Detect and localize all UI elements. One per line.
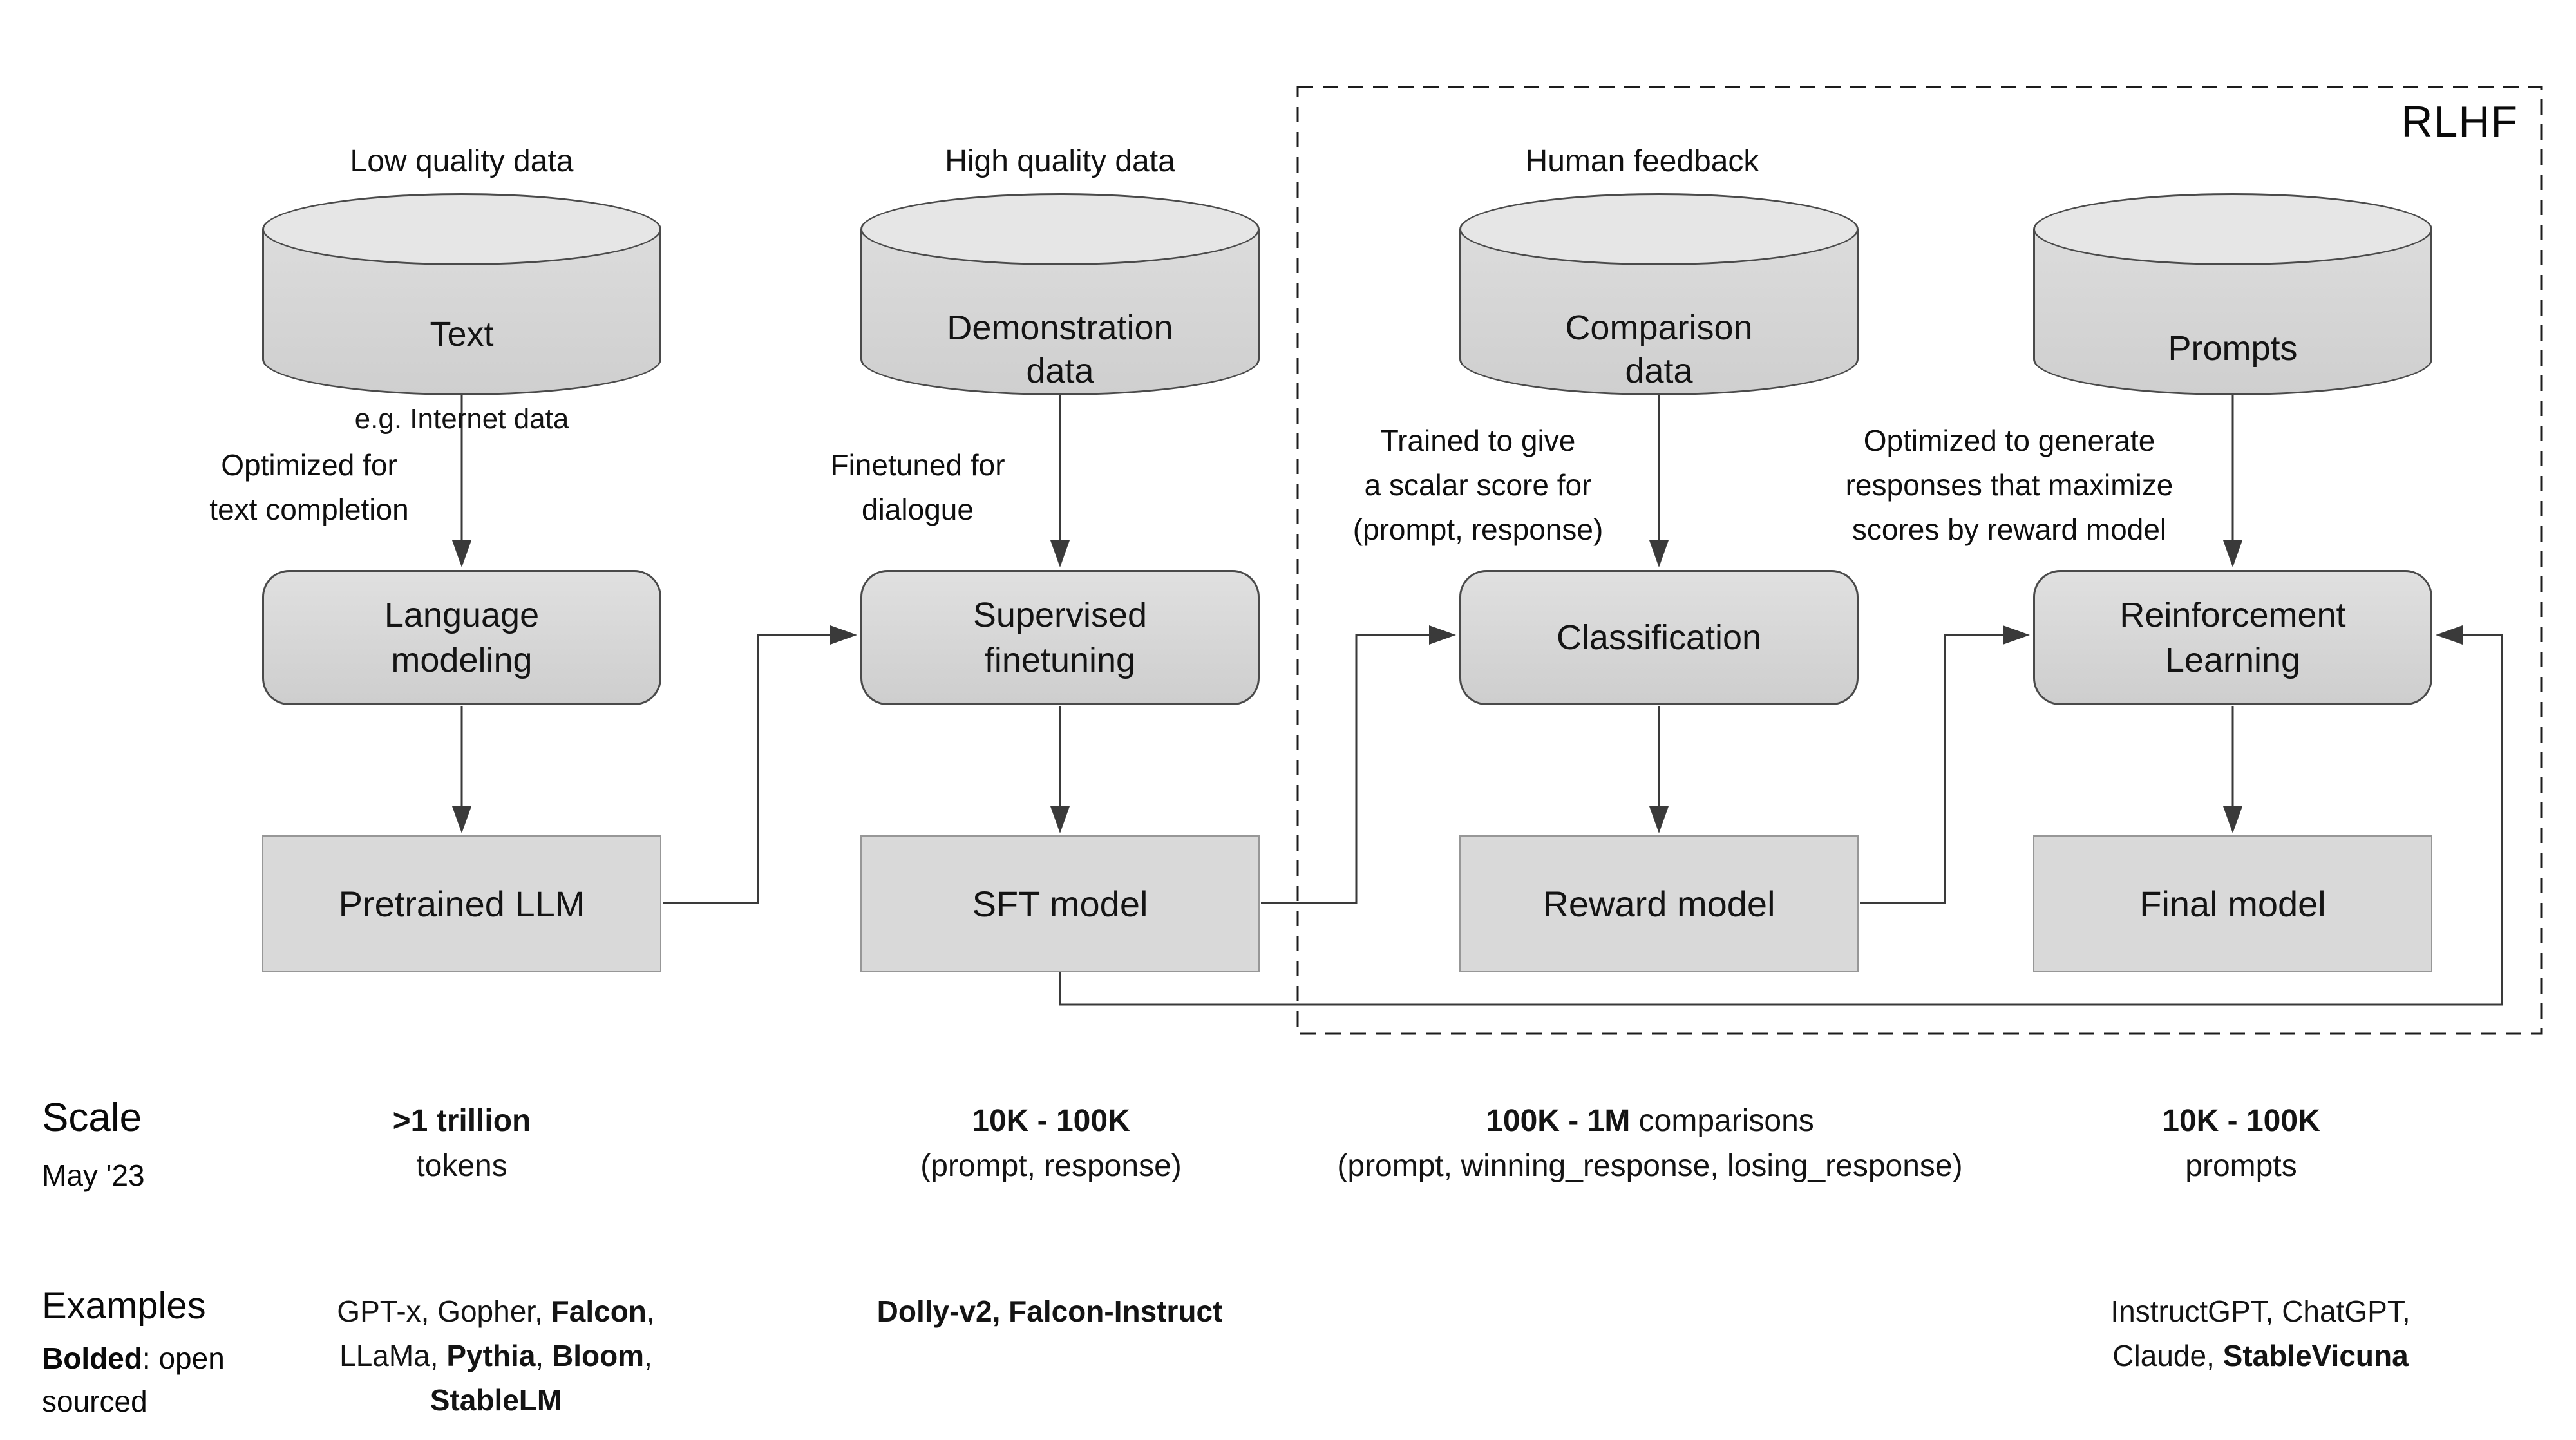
cylinder-title: Prompts (2168, 328, 2298, 368)
process-box-classification: Classification (1459, 570, 1859, 705)
edge-label-sft: Finetuned for dialogue (830, 448, 1005, 526)
examples-rl: InstructGPT, ChatGPT,Claude, StableVicun… (2110, 1294, 2410, 1372)
data-quality-label-reward: Human feedback (1525, 144, 1759, 178)
cylinder-title: Demonstration data (947, 308, 1173, 391)
database-cylinder-comparison-data: Comparison data (1459, 193, 1859, 395)
model-box-sft-model: SFT model (860, 835, 1260, 972)
examples-row-title: Examples (42, 1285, 206, 1327)
process-box-language-modeling: Language modeling (262, 570, 661, 705)
model-box-pretrained-llm: Pretrained LLM (262, 835, 661, 972)
scale-row-title: Scale (42, 1095, 142, 1140)
edge-label-reward: Trained to give a scalar score for (prom… (1352, 424, 1604, 546)
cylinder-top (1459, 193, 1859, 265)
process-box-reinforcement-learning: Reinforcement Learning (2033, 570, 2432, 705)
examples-pretraining: GPT-x, Gopher, Falcon,LLaMa, Pythia, Blo… (337, 1294, 655, 1417)
rlhf-region-label: RLHF (2401, 97, 2518, 146)
edge-label-rl: Optimized to generate responses that max… (1845, 424, 2174, 546)
cylinder-title: Text (430, 314, 494, 354)
process-box-supervised-finetuning: Supervised finetuning (860, 570, 1260, 705)
cylinder-title: Comparison data (1565, 308, 1753, 391)
cylinder-top (860, 193, 1260, 265)
scale-row-subtitle: May '23 (42, 1159, 145, 1192)
scale-value-reward: 100K - 1M comparisons(prompt, winning_re… (1337, 1104, 1963, 1183)
model-box-reward-model: Reward model (1459, 835, 1859, 972)
database-cylinder-prompts: Prompts (2033, 193, 2432, 395)
database-cylinder-text-data: Text e.g. Internet data (262, 193, 661, 435)
database-cylinder-demonstration-data: Demonstration data (860, 193, 1260, 395)
scale-value-sft: 10K - 100K(prompt, response) (920, 1104, 1182, 1183)
rlhf-dashed-box (1296, 86, 2543, 1035)
data-quality-label-sft: High quality data (945, 144, 1175, 178)
examples-row-subtitle: Bolded: open sourced (42, 1341, 225, 1418)
model-box-final-model: Final model (2033, 835, 2432, 972)
data-quality-label-pretraining: Low quality data (350, 144, 574, 178)
cylinder-top (262, 193, 661, 265)
edge-label-pretraining: Optimized for text completion (209, 448, 409, 526)
cylinder-top (2033, 193, 2432, 265)
cylinder-subtitle: e.g. Internet data (354, 403, 569, 435)
examples-sft: Dolly-v2, Falcon-Instruct (876, 1294, 1223, 1328)
